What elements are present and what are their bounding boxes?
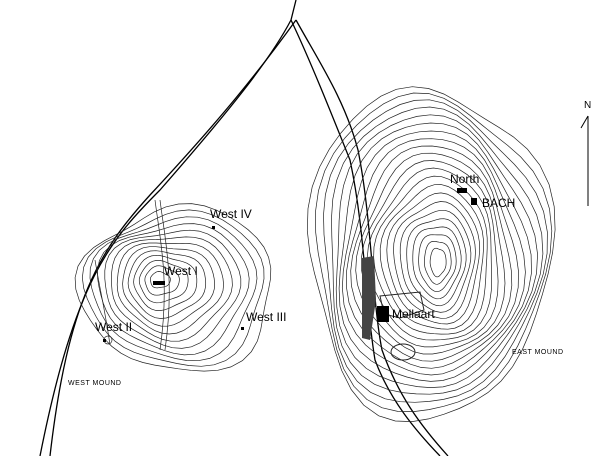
contour-line — [116, 242, 224, 335]
contour-line — [386, 192, 481, 325]
trench-west-iii — [241, 327, 244, 330]
contour-line — [350, 145, 513, 362]
label-north: North — [450, 172, 479, 186]
contour-line — [144, 265, 180, 296]
contour-line — [122, 246, 215, 327]
trench-north — [457, 188, 467, 193]
contour-line — [399, 209, 472, 313]
trench-west-iv — [212, 226, 215, 229]
contour-line — [127, 250, 207, 319]
contour-line — [89, 216, 258, 362]
contour-line — [355, 152, 506, 355]
north-arrow-label: N — [584, 100, 591, 111]
contour-line — [133, 254, 198, 311]
road-west-outer — [39, 0, 297, 456]
excavation-strip — [362, 256, 376, 340]
west-mound-contours — [74, 203, 272, 372]
contour-line — [429, 247, 447, 278]
contour-line — [406, 218, 467, 307]
contour-line — [361, 160, 499, 348]
label-west-i: West I — [164, 264, 198, 278]
label-mellaart: Mellaart — [392, 307, 435, 321]
contour-line — [424, 240, 452, 285]
contour-line — [335, 114, 538, 388]
road-east-inner — [295, 19, 449, 456]
label-west-iii: West III — [246, 310, 286, 324]
trench-west-ii — [103, 339, 106, 342]
contour-line — [341, 130, 526, 376]
contour-line — [138, 260, 189, 304]
east-mound-contours — [306, 86, 556, 422]
north-arrow-head — [580, 115, 589, 129]
contour-line — [306, 86, 556, 422]
north-arrow: N — [580, 100, 591, 206]
label-east-mound: EAST MOUND — [512, 349, 564, 356]
contour-line — [104, 229, 242, 349]
label-bach: BACH — [482, 196, 515, 210]
road-west-inner — [49, 19, 297, 456]
road-east-outer — [290, 19, 441, 456]
contour-line — [346, 138, 519, 369]
contour-line — [393, 201, 476, 319]
label-west-ii: West II — [95, 320, 132, 334]
label-west-mound: WEST MOUND — [68, 380, 121, 387]
contour-line — [323, 99, 548, 403]
contour-line — [150, 271, 171, 289]
trench-bach — [471, 198, 477, 205]
west-mound-details — [94, 199, 170, 351]
contour-line — [418, 234, 457, 293]
west-path-line-2 — [159, 199, 170, 351]
label-west-iv: West IV — [210, 207, 252, 221]
contour-line — [338, 122, 532, 382]
west-gully — [94, 259, 111, 346]
contour-line — [331, 106, 544, 395]
contour-line — [379, 184, 484, 330]
contour-line — [412, 226, 462, 300]
trench-labels: West I West II West III West IV North BA… — [95, 172, 515, 334]
contour-line — [81, 209, 265, 367]
roads — [39, 0, 449, 456]
contour-line — [111, 236, 233, 342]
trench-markers — [103, 188, 477, 342]
trench-west-i — [153, 281, 165, 285]
excavation-pit — [390, 343, 416, 361]
contour-line — [315, 92, 553, 412]
west-path-line — [154, 199, 165, 351]
contour-line — [74, 203, 272, 372]
trench-mellaart — [377, 306, 389, 322]
